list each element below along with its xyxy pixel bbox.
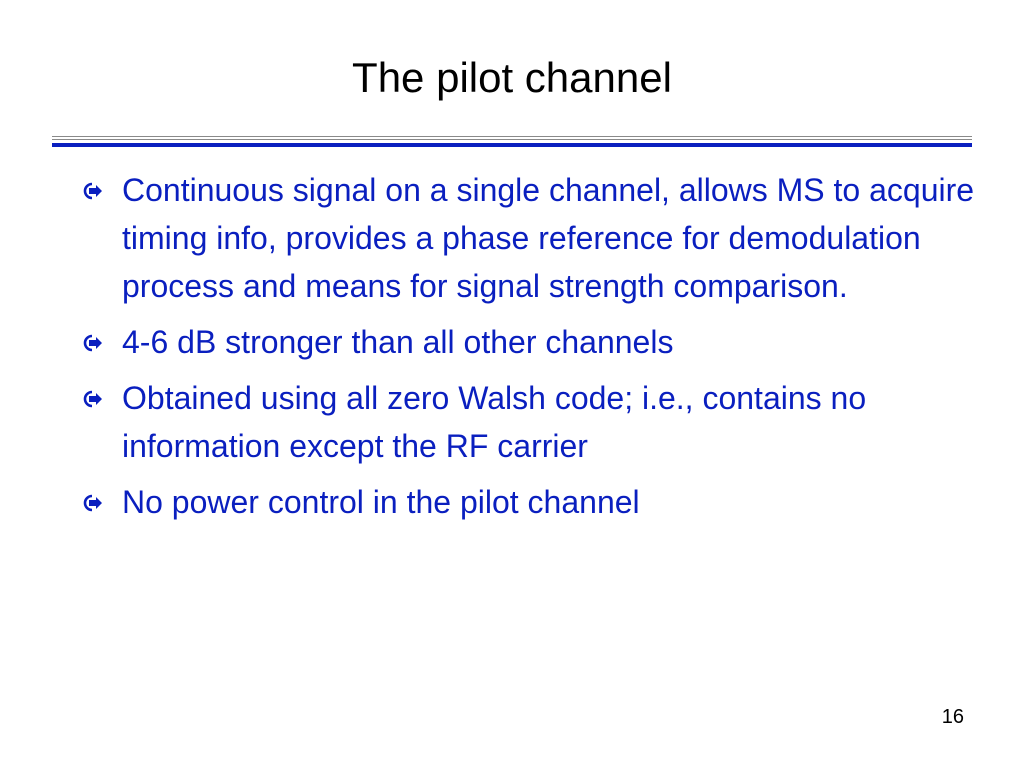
bullet-list: Continuous signal on a single channel, a… bbox=[82, 166, 982, 534]
arrow-right-circle-icon bbox=[83, 334, 102, 352]
bullet-text: No power control in the pilot channel bbox=[122, 484, 640, 520]
bullet-text: Continuous signal on a single channel, a… bbox=[122, 172, 975, 304]
bullet-text: Obtained using all zero Walsh code; i.e.… bbox=[122, 380, 867, 464]
title-divider-thick bbox=[52, 143, 972, 147]
bullet-item: Continuous signal on a single channel, a… bbox=[82, 166, 982, 310]
slide-title: The pilot channel bbox=[352, 54, 672, 101]
bullet-item: Obtained using all zero Walsh code; i.e.… bbox=[82, 374, 982, 470]
title-divider-thin-bottom bbox=[52, 139, 972, 140]
bullet-item: No power control in the pilot channel bbox=[82, 478, 982, 526]
bullet-item: 4-6 dB stronger than all other channels bbox=[82, 318, 982, 366]
page-number: 16 bbox=[941, 706, 964, 728]
arrow-right-circle-icon bbox=[83, 182, 102, 200]
arrow-right-circle-icon bbox=[83, 390, 102, 408]
arrow-right-circle-icon bbox=[83, 494, 102, 512]
title-divider-thin-top bbox=[52, 136, 972, 137]
bullet-text: 4-6 dB stronger than all other channels bbox=[122, 324, 674, 360]
